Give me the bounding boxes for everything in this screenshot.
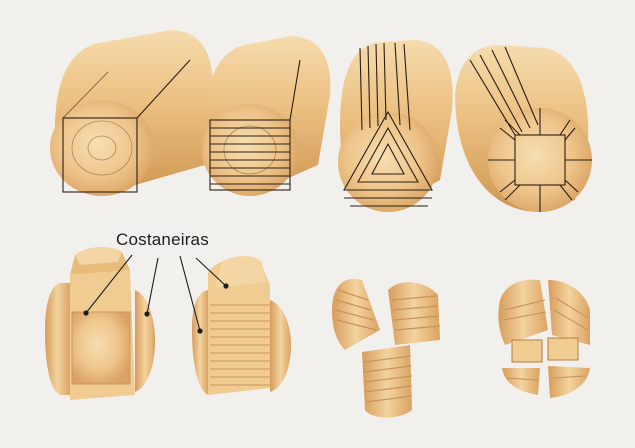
result-triangle-pieces bbox=[332, 279, 440, 418]
log-plain-sawn bbox=[202, 36, 330, 196]
costaneiras-label: Costaneiras bbox=[116, 230, 209, 250]
result-beam-with-slabs bbox=[45, 247, 155, 400]
log-quarter-sawn bbox=[455, 45, 592, 212]
result-stacked-boards bbox=[192, 256, 291, 395]
result-quarter-pieces bbox=[498, 280, 590, 398]
log-square-beam bbox=[50, 30, 213, 196]
log-triangle-pattern bbox=[338, 40, 453, 212]
